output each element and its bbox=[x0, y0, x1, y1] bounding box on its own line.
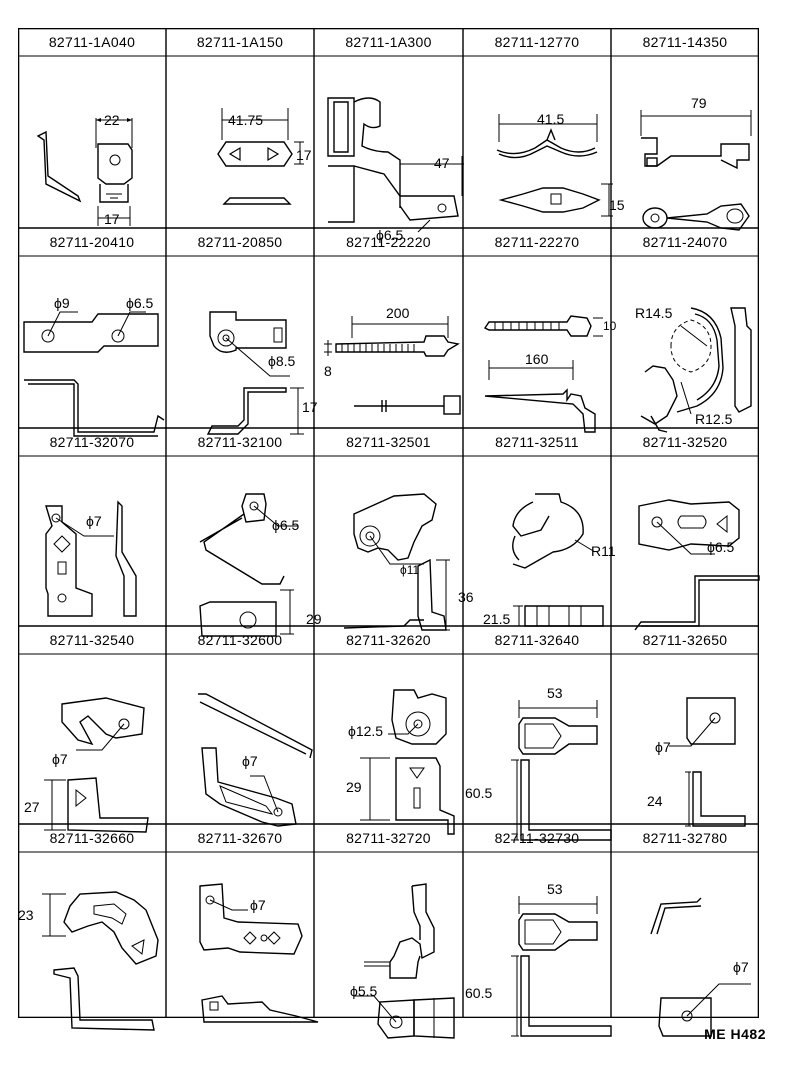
part-drawing: 47 ϕ6.5 bbox=[314, 56, 464, 242]
dimension-label: 21.5 bbox=[483, 611, 511, 627]
dimension-label: ϕ6.5 bbox=[376, 227, 404, 243]
part-number: 82711-1A150 bbox=[196, 34, 284, 50]
dimension-label: 27 bbox=[24, 799, 40, 815]
parts-grid: 82711-1A040 82711-1A150 82711-1A300 8271… bbox=[18, 28, 760, 1039]
part-drawing: 22 17 bbox=[18, 56, 166, 228]
part-drawing: 41.75 17 bbox=[166, 56, 314, 228]
part-drawing: 79 bbox=[611, 56, 759, 231]
part-number: 82711-32780 bbox=[642, 830, 728, 846]
dimension-label: ϕ5.5 bbox=[350, 983, 378, 999]
dimension-label: 41.75 bbox=[228, 112, 264, 128]
dimension-label: ϕ12.5 bbox=[348, 723, 384, 739]
dimension-label: 10 bbox=[603, 319, 617, 333]
dimension-label: 29 bbox=[306, 611, 322, 627]
part-drawing: ϕ11 36 bbox=[314, 456, 474, 631]
part-number: 82711-32730 bbox=[494, 830, 580, 846]
part-number: 82711-32650 bbox=[642, 632, 728, 648]
dimension-label: 60.5 bbox=[465, 785, 493, 801]
part-number: 82711-32660 bbox=[49, 830, 135, 846]
sheet-reference: ME H482 bbox=[704, 1026, 766, 1042]
dimension-label: 17 bbox=[302, 399, 318, 415]
part-number: 82711-32501 bbox=[346, 434, 431, 450]
dimension-label: ϕ6.5 bbox=[707, 539, 735, 555]
part-drawing: ϕ7 bbox=[166, 852, 319, 1023]
part-number: 82711-32520 bbox=[642, 434, 728, 450]
part-number: 82711-32100 bbox=[197, 434, 283, 450]
dimension-label: ϕ7 bbox=[250, 897, 266, 913]
part-number: 82711-20410 bbox=[49, 234, 135, 250]
part-drawing: ϕ7 24 bbox=[611, 654, 759, 827]
dimension-label: ϕ9 bbox=[54, 295, 70, 311]
dimension-label: 15 bbox=[609, 197, 625, 213]
part-drawing: ϕ7 27 bbox=[18, 654, 166, 833]
part-drawing: ϕ7 bbox=[166, 654, 314, 827]
part-number: 82711-32070 bbox=[49, 434, 135, 450]
dimension-label: ϕ7 bbox=[655, 739, 671, 755]
part-drawing: ϕ5.5 bbox=[314, 852, 463, 1039]
part-drawing: ϕ9 ϕ6.5 bbox=[18, 256, 166, 437]
part-number: 82711-12770 bbox=[494, 34, 580, 50]
part-drawing: R14.5 R12.5 bbox=[611, 256, 759, 433]
part-drawing: ϕ8.5 17 bbox=[166, 256, 318, 435]
part-drawing: 41.5 15 bbox=[463, 56, 625, 228]
dimension-label: 17 bbox=[104, 211, 120, 227]
part-drawing: 200 8 bbox=[314, 256, 463, 428]
part-drawing: ϕ12.5 29 bbox=[314, 654, 463, 835]
part-number: 82711-22220 bbox=[346, 234, 431, 250]
part-number: 82711-32640 bbox=[494, 632, 580, 648]
grid-lines bbox=[18, 28, 759, 1018]
dimension-label: ϕ7 bbox=[86, 513, 102, 529]
part-number: 82711-22270 bbox=[494, 234, 580, 250]
dimension-label: ϕ8.5 bbox=[268, 353, 296, 369]
dimension-label: 53 bbox=[547, 881, 563, 897]
part-drawing: 53 60.5 bbox=[463, 852, 612, 1037]
dimension-label: 47 bbox=[434, 155, 450, 171]
dimension-label: R14.5 bbox=[635, 305, 673, 321]
dimension-label: 29 bbox=[346, 779, 362, 795]
dimension-label: 200 bbox=[386, 305, 410, 321]
part-drawing: ϕ6.5 bbox=[611, 456, 760, 631]
dimension-label: ϕ7 bbox=[733, 959, 749, 975]
part-drawing: R11 21.5 bbox=[463, 456, 616, 627]
dimension-label: 24 bbox=[647, 793, 663, 809]
part-drawing: ϕ6.5 29 bbox=[166, 456, 322, 637]
dimension-label: 22 bbox=[104, 112, 120, 128]
dimension-label: ϕ6.5 bbox=[272, 517, 300, 533]
dimension-label: 53 bbox=[547, 685, 563, 701]
part-drawing: 23 bbox=[18, 852, 166, 1031]
dimension-label: 79 bbox=[691, 95, 707, 111]
dimension-label: 60.5 bbox=[465, 985, 493, 1001]
dimension-label: 160 bbox=[525, 351, 549, 367]
part-drawing: ϕ7 bbox=[18, 456, 166, 626]
part-number: 82711-32720 bbox=[346, 830, 431, 846]
part-number: 82711-20850 bbox=[197, 234, 283, 250]
dimension-label: ϕ6.5 bbox=[126, 295, 154, 311]
part-number: 82711-1A300 bbox=[345, 34, 432, 50]
part-number: 82711-14350 bbox=[642, 34, 728, 50]
dimension-label: 17 bbox=[296, 147, 312, 163]
part-number: 82711-1A040 bbox=[48, 34, 136, 50]
part-number: 82711-24070 bbox=[642, 234, 728, 250]
dimension-label: 8 bbox=[324, 363, 332, 379]
part-number: 82711-32670 bbox=[197, 830, 283, 846]
part-number: 82711-32540 bbox=[49, 632, 135, 648]
dimension-label: 23 bbox=[18, 907, 34, 923]
part-number: 82711-32511 bbox=[495, 434, 579, 450]
dimension-label: ϕ7 bbox=[242, 753, 258, 769]
part-number: 82711-32620 bbox=[346, 632, 431, 648]
part-number: 82711-32600 bbox=[197, 632, 283, 648]
dimension-label: ϕ7 bbox=[52, 751, 68, 767]
part-drawing: ϕ7 bbox=[611, 852, 759, 1037]
part-drawing: 53 60.5 bbox=[463, 654, 612, 841]
dimension-label: 41.5 bbox=[537, 111, 565, 127]
dimension-label: R11 bbox=[591, 543, 616, 559]
dimension-label: R12.5 bbox=[695, 411, 733, 427]
part-drawing: 10 160 bbox=[463, 256, 616, 433]
dimension-label: 36 bbox=[458, 589, 474, 605]
dimension-label: ϕ11 bbox=[400, 563, 420, 577]
